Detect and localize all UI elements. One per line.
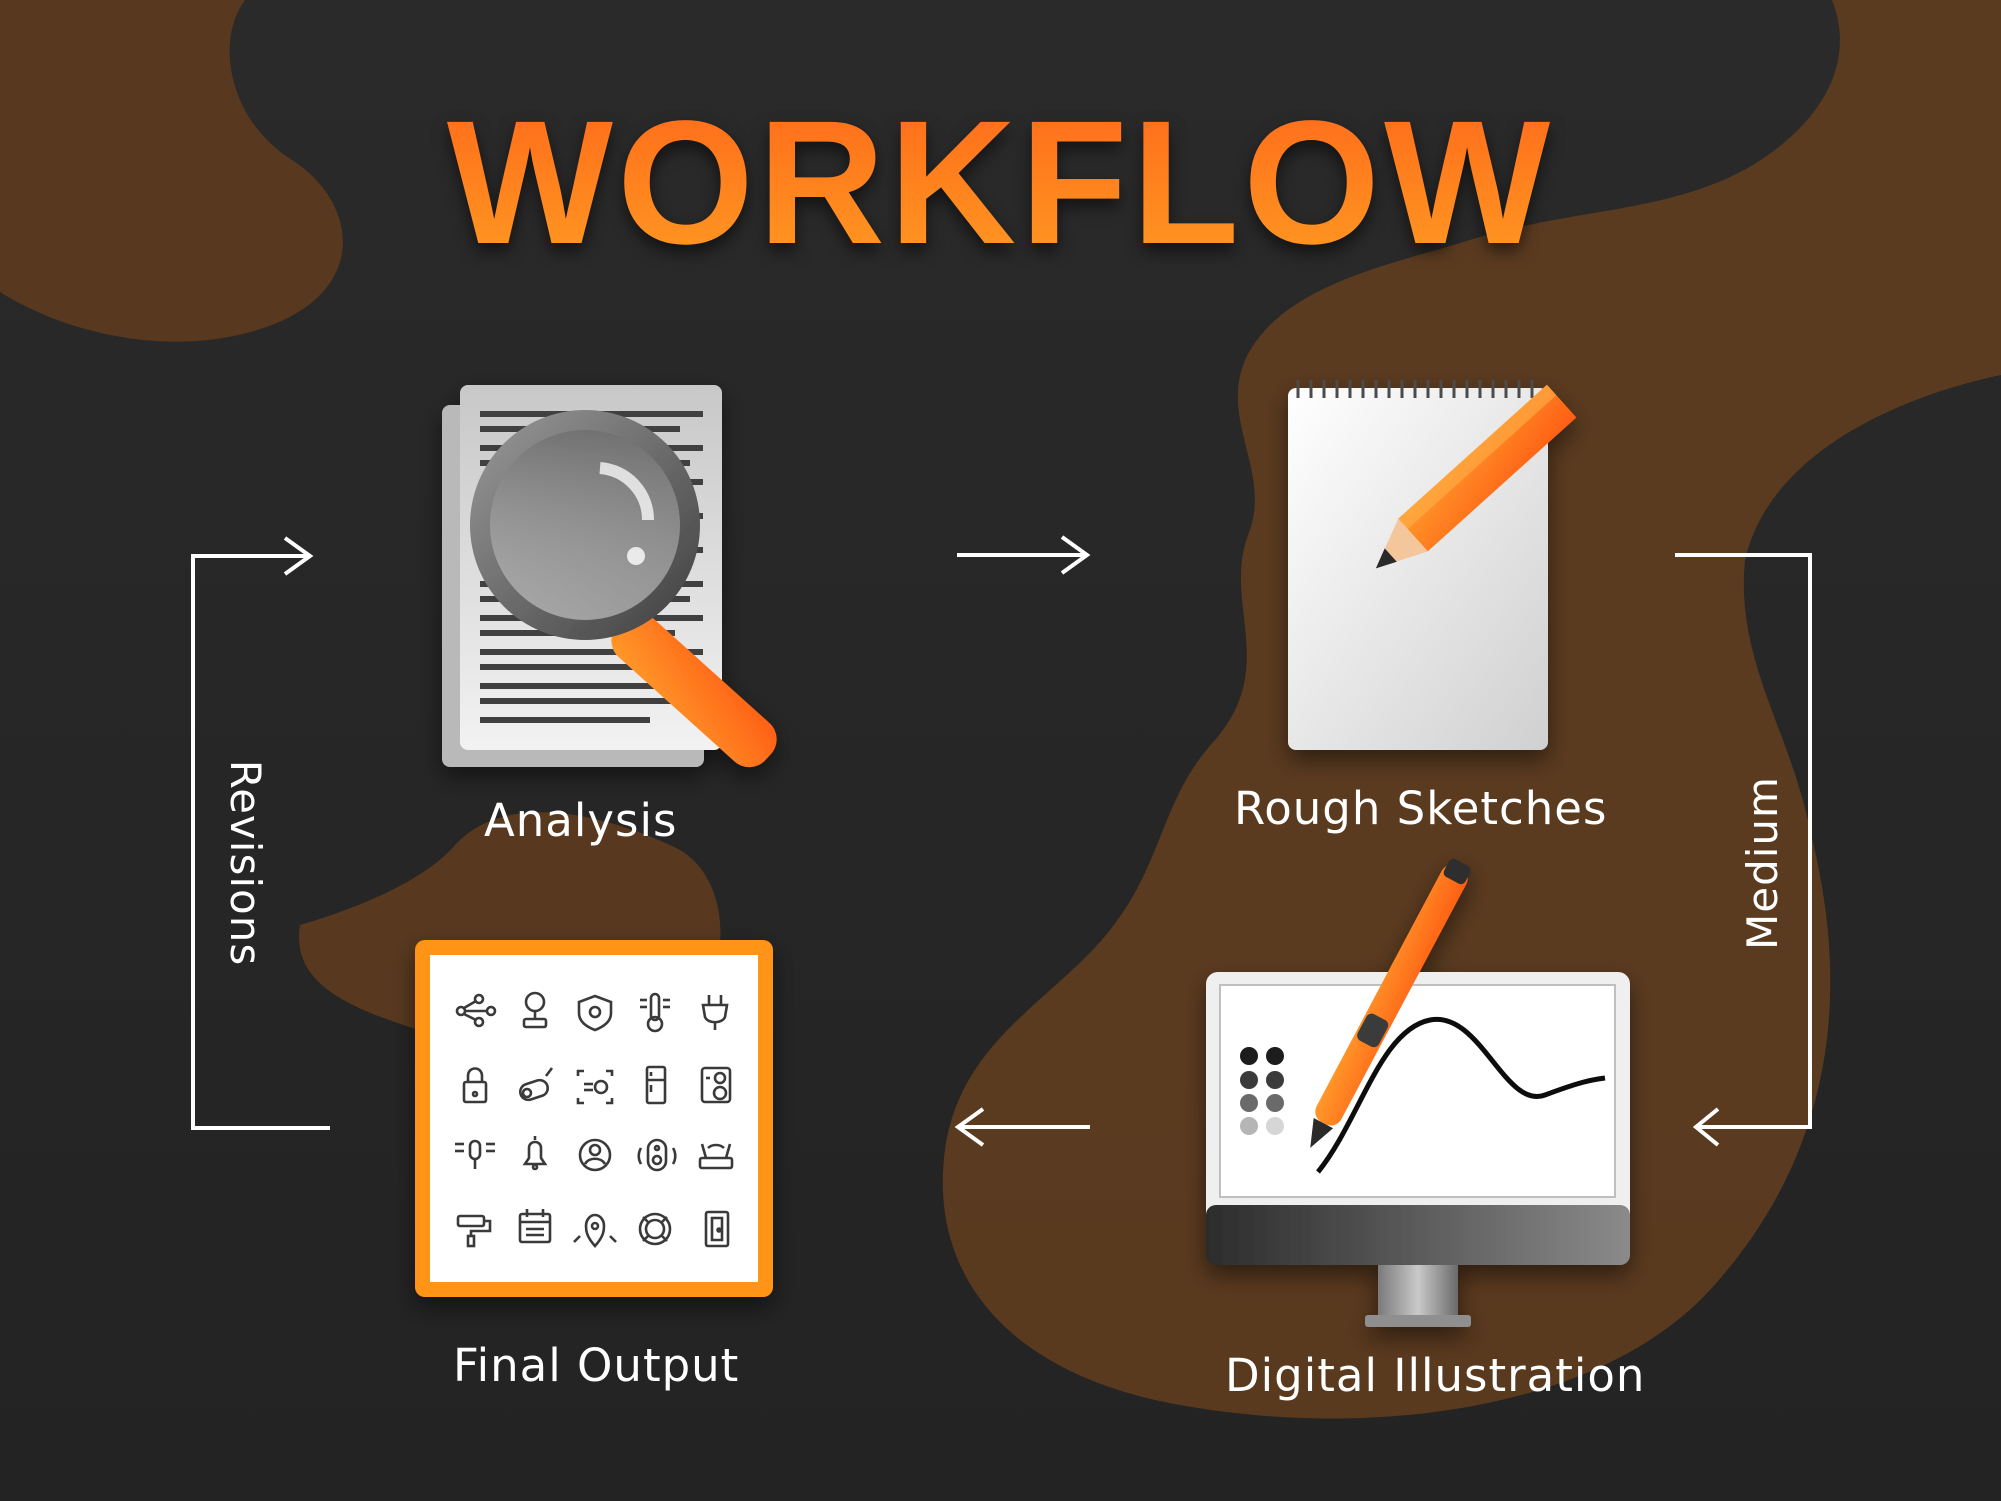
step-label-final-output: Final Output bbox=[453, 1339, 740, 1392]
blob-top-left bbox=[0, 0, 343, 342]
notepad-pencil-icon bbox=[1288, 380, 1577, 750]
step-label-analysis: Analysis bbox=[484, 794, 678, 847]
connector-label-medium: Medium bbox=[1738, 776, 1787, 950]
document-magnifier-icon bbox=[442, 385, 777, 768]
router-icon bbox=[698, 1143, 734, 1170]
help-circle-icon bbox=[638, 1212, 672, 1246]
microphone-icon bbox=[455, 1139, 495, 1169]
arrow-illustration-to-output bbox=[954, 1107, 1090, 1147]
scanner-icon bbox=[576, 1069, 614, 1105]
calendar-icon bbox=[518, 1209, 552, 1244]
revisions-connector bbox=[191, 536, 330, 1130]
shield-eye-icon bbox=[577, 994, 613, 1032]
paint-roller-icon bbox=[456, 1214, 492, 1248]
smart-speaker-icon bbox=[637, 1138, 677, 1172]
icon-grid bbox=[455, 991, 734, 1248]
lock-wifi-icon bbox=[462, 1067, 488, 1104]
medium-connector bbox=[1675, 553, 1812, 1147]
door-icon bbox=[704, 1210, 730, 1248]
joystick-icon bbox=[522, 991, 548, 1029]
bell-icon bbox=[522, 1136, 548, 1171]
fridge-icon bbox=[645, 1065, 667, 1105]
monitor-stylus-icon bbox=[1206, 858, 1630, 1327]
speaker-icon bbox=[700, 1066, 732, 1104]
palette-dots bbox=[1240, 1047, 1284, 1135]
share-icon bbox=[455, 993, 497, 1028]
location-pin-icon bbox=[573, 1213, 617, 1248]
step-label-rough-sketches: Rough Sketches bbox=[1234, 782, 1608, 835]
page-title: WORKFLOW bbox=[0, 95, 2001, 271]
step-label-digital-illustration: Digital Illustration bbox=[1225, 1349, 1646, 1402]
arrow-analysis-to-sketches bbox=[957, 535, 1091, 575]
plug-icon bbox=[701, 995, 729, 1030]
thermometer-icon bbox=[640, 992, 670, 1033]
user-circle-icon bbox=[578, 1138, 612, 1172]
connector-label-revisions: Revisions bbox=[221, 759, 270, 967]
security-camera-icon bbox=[518, 1067, 554, 1102]
